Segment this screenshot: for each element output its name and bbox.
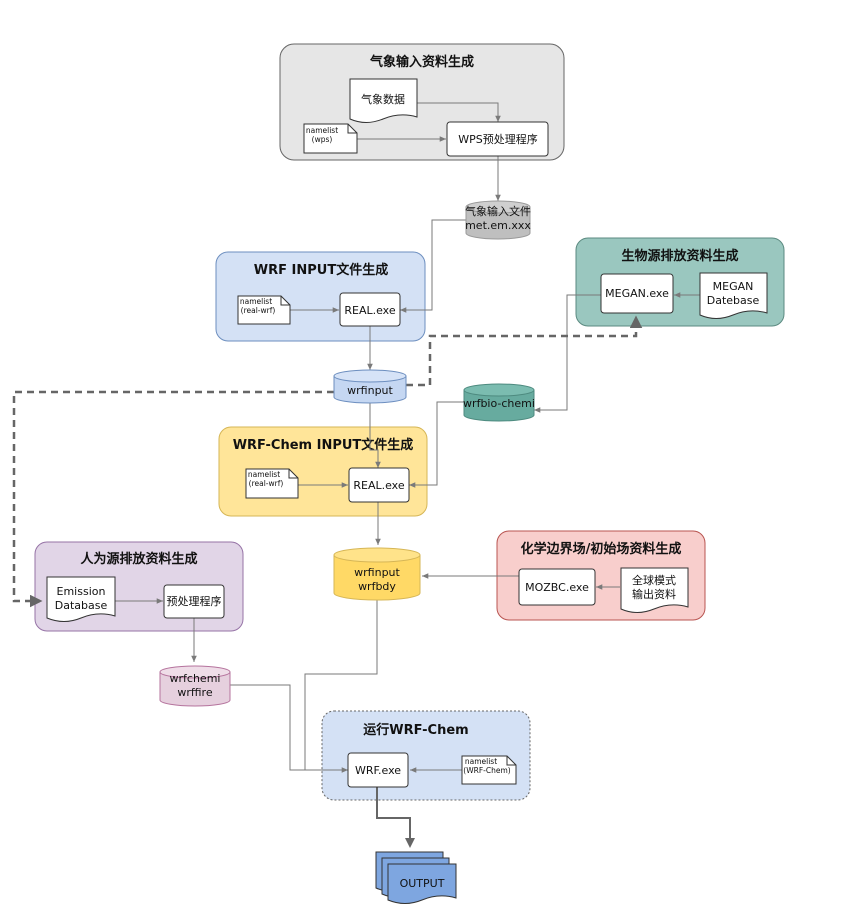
node-mozbc-label: MOZBC.exe [525, 581, 589, 594]
node-real-2-label: REAL.exe [353, 479, 404, 492]
node-output-label: OUTPUT [400, 877, 445, 890]
node-megan-db-line1: MEGAN [713, 280, 754, 293]
node-namelist-wps-line1: namelist [306, 126, 338, 135]
node-namelist-real-1-line2: (real-wrf) [241, 306, 276, 315]
node-output: OUTPUT [375, 851, 457, 904]
node-wrf-label: WRF.exe [355, 764, 401, 777]
node-global-model: 全球模式 输出资料 [620, 567, 689, 613]
node-real-1: REAL.exe [339, 292, 401, 327]
node-wrfchemi: wrfchemi wrffire [159, 665, 231, 707]
node-wrfinput-wrfbdy: wrfinput wrfbdy [333, 547, 421, 601]
node-wrf: WRF.exe [347, 752, 409, 788]
edge-wrfbio-real2 [409, 401, 464, 488]
node-emission-db-line1: Emission [57, 585, 106, 598]
group-met-title: 气象输入资料生成 [370, 54, 474, 70]
edge-metfile-real1 [400, 219, 466, 313]
node-global-model-line1: 全球模式 [632, 573, 676, 587]
node-wrfbio-label: wrfbio-chemi [463, 397, 535, 410]
node-wrfinput-1-label: wrfinput [347, 384, 393, 397]
node-met-file-line1: 气象输入文件 [465, 204, 531, 218]
node-global-model-line2: 输出资料 [632, 587, 676, 601]
node-mozbc: MOZBC.exe [518, 568, 596, 606]
node-namelist-real-1-line1: namelist [240, 297, 272, 306]
node-wrfchemi-line2: wrffire [177, 686, 212, 699]
node-megan-label: MEGAN.exe [605, 287, 669, 300]
node-namelist-real-2: namelist (real-wrf) [245, 468, 299, 499]
edge-metdata-wps [417, 102, 501, 122]
node-namelist-wps: namelist (wps) [303, 123, 358, 154]
group-wrfchem-input-title: WRF-Chem INPUT文件生成 [233, 437, 414, 453]
edge-wrf-output [376, 787, 415, 848]
node-namelist-wrfchem-line1: namelist [465, 757, 497, 766]
node-wrfchemi-line1: wrfchemi [170, 672, 221, 685]
node-met-file: 气象输入文件 met.em.xxx [465, 200, 531, 240]
node-wps: WPS预处理程序 [446, 121, 549, 157]
node-preproc: 预处理程序 [163, 584, 225, 619]
node-emission-db: Emission Database [46, 576, 116, 622]
edges [12, 102, 700, 848]
edge-megan-wrfbio [534, 294, 601, 413]
node-namelist-wrfchem-line2: (WRF-Chem) [463, 766, 510, 775]
node-met-data-label: 气象数据 [361, 92, 405, 106]
edge-dashed-wrfinput-emission [12, 390, 334, 608]
edge-dashed-wrfinput-megan [406, 315, 643, 387]
edge-wrfchemi-wrf [230, 684, 348, 773]
node-namelist-real-2-line1: namelist [248, 470, 280, 479]
group-bio-title: 生物源排放资料生成 [621, 248, 738, 264]
node-megan-db-line2: Datebase [707, 294, 760, 307]
node-met-data: 气象数据 [349, 78, 418, 123]
edge-wrfbdy-wrf [304, 598, 378, 770]
node-wrfinput-1: wrfinput [333, 369, 407, 404]
node-namelist-wps-line2: (wps) [312, 135, 333, 144]
node-met-file-line2: met.em.xxx [465, 219, 531, 232]
node-real-2: REAL.exe [348, 467, 410, 503]
node-wrfinput-wrfbdy-line2: wrfbdy [358, 580, 396, 593]
group-chem-bc-title: 化学边界场/初始场资料生成 [521, 541, 682, 557]
node-namelist-real-2-line2: (real-wrf) [249, 479, 284, 488]
node-namelist-real-1: namelist (real-wrf) [237, 295, 291, 325]
node-real-1-label: REAL.exe [344, 304, 395, 317]
node-wrfinput-wrfbdy-line1: wrfinput [354, 566, 400, 579]
node-megan-db: MEGAN Datebase [699, 272, 768, 319]
group-wrf-input-title: WRF INPUT文件生成 [254, 262, 388, 278]
node-emission-db-line2: Database [55, 599, 108, 612]
node-preproc-label: 预处理程序 [167, 594, 222, 608]
edge-wrfinput-real2 [369, 402, 381, 468]
node-megan: MEGAN.exe [600, 273, 674, 314]
node-wps-label: WPS预处理程序 [458, 132, 538, 146]
group-anthro-title: 人为源排放资料生成 [80, 551, 197, 567]
group-run-title: 运行WRF-Chem [363, 722, 468, 738]
node-namelist-wrfchem: namelist (WRF-Chem) [461, 755, 517, 785]
node-wrfbio: wrfbio-chemi [463, 383, 535, 422]
